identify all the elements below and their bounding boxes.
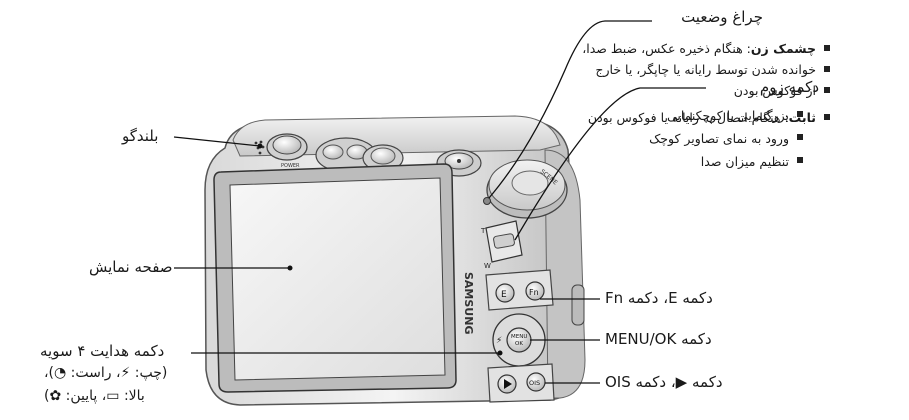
status-lamp-item-blink-line3: از فوکوس بودن xyxy=(582,80,830,101)
btn-menu-label: MENU xyxy=(511,334,527,340)
zoom-item-volume: تنظیم میزان صدا xyxy=(649,150,803,173)
btn-ok-label: OK xyxy=(515,341,523,347)
status-lamp-title: چراغ وضعیت xyxy=(681,8,763,26)
zoom-item-thumbnails: ورود به نمای تصاویر کوچک xyxy=(649,127,803,150)
zoom-button-list: بزرگنمایی یا کوچکنمایی ورود به نمای تصاو… xyxy=(649,104,803,173)
lcd-screen xyxy=(213,163,457,393)
status-lamp-item-steady: ثابت: هنگام اتصال به رایانه یا فوکوس بود… xyxy=(582,107,830,128)
brand-logo: SAMSUNG xyxy=(462,272,475,334)
status-lamp xyxy=(483,197,491,205)
top-dials xyxy=(315,137,404,173)
dot-speaker xyxy=(257,143,263,149)
mode-dial: SCENE xyxy=(486,159,568,219)
zoom-lever: T W xyxy=(480,220,523,270)
status-lamp-list: چشمک زن: هنگام ذخیره عکس، ضبط صدا، خواند… xyxy=(582,38,830,128)
callout-speaker xyxy=(173,136,261,147)
dot-nav xyxy=(497,350,503,356)
strap-lug xyxy=(571,284,585,326)
power-label: POWER xyxy=(281,163,300,169)
zoom-button-title: دکمه زوم xyxy=(759,78,819,96)
status-lamp-item-blink: چشمک زن: هنگام ذخیره عکس، ضبط صدا، xyxy=(582,38,830,59)
nav-button-line1: (چپ: ⚡، راست: ◔)، xyxy=(44,365,168,381)
menu-ok-button-label: دکمه MENU/OK xyxy=(605,330,712,348)
zoom-w-label: W xyxy=(484,262,491,270)
callout-zoom xyxy=(514,87,706,241)
status-lamp-item-blink-line2: خوانده شدن توسط رایانه یا چاپگر، یا خارج xyxy=(582,59,830,80)
nav-button-line2: بالا: ▭، پایین: ✿) xyxy=(44,388,145,404)
play-ois-button-label: دکمه ▶، دکمه OIS xyxy=(605,373,723,391)
play-ois-buttons: OIS xyxy=(487,363,555,403)
display-label: صفحه نمایش xyxy=(89,258,173,276)
callout-status-lamp xyxy=(488,20,652,199)
power-button xyxy=(266,133,308,161)
btn-fn-label: Fn xyxy=(529,288,539,297)
e-fn-button-label: دکمه E، دکمه Fn xyxy=(605,289,713,307)
btn-ois-label: OIS xyxy=(529,379,540,387)
e-fn-buttons: E Fn xyxy=(485,269,554,311)
svg-text:⚡: ⚡ xyxy=(496,336,502,346)
nav-pad: MENU OK ⚡ xyxy=(492,313,546,367)
btn-e-label: E xyxy=(501,290,507,300)
speaker-label: بلندگو xyxy=(122,127,159,145)
dot-display xyxy=(287,265,293,271)
zoom-item-zoom: بزرگنمایی یا کوچکنمایی xyxy=(649,104,803,127)
callout-lines xyxy=(173,20,706,384)
nav-button-title: دکمه هدایت ۴ سویه xyxy=(40,342,165,360)
zoom-t-label: T xyxy=(480,227,486,235)
